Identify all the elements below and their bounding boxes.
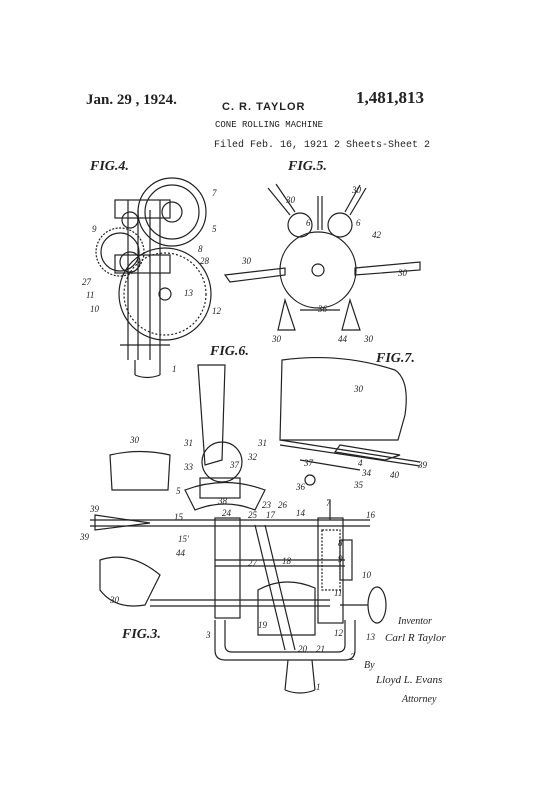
ref-label: 27: [82, 277, 92, 287]
ref-label: 30: [363, 334, 374, 344]
figure-7-drawing: [279, 356, 421, 486]
ref-label: 11: [86, 290, 94, 300]
ref-label: 17: [266, 510, 276, 520]
ref-label: 13: [184, 288, 194, 298]
figure-3-title: FIG.3.: [121, 627, 161, 642]
ref-label: 12: [212, 306, 222, 316]
attorney-caption: Attorney: [402, 694, 437, 705]
ref-label: 38: [217, 496, 228, 506]
ref-label: 44: [176, 548, 186, 558]
figure-6-title: FIG.6.: [209, 344, 249, 359]
ref-label: 3: [205, 630, 211, 640]
ref-label: 30: [129, 435, 140, 445]
ref-label: 5: [212, 224, 217, 234]
figure-5-drawing: [223, 183, 421, 331]
attorney-signature: Lloyd L. Evans: [376, 674, 443, 686]
figure-4-drawing: [95, 177, 212, 379]
ref-label: 37: [229, 460, 240, 470]
ref-label: 10: [362, 570, 372, 580]
ref-label: 13: [366, 632, 376, 642]
ref-label: 36: [295, 482, 306, 492]
figure-6-drawing: [184, 364, 266, 511]
ref-label: 27: [248, 558, 258, 568]
ref-label: 16: [366, 510, 376, 520]
ref-label: 15: [174, 512, 184, 522]
ref-label: 30: [109, 595, 120, 605]
ref-label: 26: [278, 500, 288, 510]
figure-4-title: FIG.4.: [89, 159, 129, 174]
ref-label: 44: [338, 334, 348, 344]
ref-label: 33: [183, 462, 194, 472]
ref-label: 15': [178, 534, 190, 544]
patent-number: 1,481,813: [356, 88, 424, 107]
ref-label: 4: [358, 458, 363, 468]
inventor-name: C. R. TAYLOR: [222, 101, 306, 113]
ref-label: 14: [296, 508, 306, 518]
inventor-signature: Carl R Taylor: [385, 632, 446, 644]
figure-3-drawing: [90, 450, 387, 694]
ref-label: 12: [334, 628, 344, 638]
ref-label: 7: [326, 498, 331, 508]
ref-label: 21: [316, 644, 325, 654]
ref-label: 1: [172, 364, 177, 374]
ref-label: 34: [361, 468, 372, 478]
ref-label: 31: [257, 438, 267, 448]
ref-label: 36: [317, 304, 328, 314]
ref-label: 39: [417, 460, 428, 470]
ref-label: 30: [241, 256, 252, 266]
ref-label: 5: [176, 486, 181, 496]
ref-label: 9: [338, 554, 343, 564]
ref-label: 8: [198, 244, 203, 254]
patent-title: CONE ROLLING MACHINE: [215, 120, 324, 130]
figure-7-title: FIG.7.: [375, 351, 415, 366]
ref-label: 30: [271, 334, 282, 344]
ref-label: 39: [79, 532, 90, 542]
inventor-caption: Inventor: [398, 616, 432, 627]
by-caption: By: [364, 660, 375, 671]
ref-label: 6: [306, 218, 311, 228]
ref-label: 7: [212, 188, 217, 198]
ref-label: 20: [298, 644, 308, 654]
ref-label: 42: [372, 230, 382, 240]
ref-label: 19: [258, 620, 268, 630]
ref-label: 2: [350, 652, 355, 662]
ref-label: 35: [353, 480, 364, 490]
ref-label: 30: [351, 185, 362, 195]
ref-label: 10: [90, 304, 100, 314]
ref-label: 30: [397, 268, 408, 278]
filed-date: Filed Feb. 16, 1921: [214, 140, 329, 151]
ref-label: 39: [89, 504, 100, 514]
sheet-count: 2 Sheets-Sheet 2: [334, 140, 431, 151]
figure-5-title: FIG.5.: [287, 159, 327, 174]
ref-label: 23: [262, 500, 272, 510]
ref-label: 25: [248, 510, 258, 520]
ref-label: 30: [353, 384, 364, 394]
ref-label: 24: [222, 508, 232, 518]
ref-label: 8: [338, 538, 343, 548]
ref-label: 37: [303, 458, 314, 468]
patent-date: Jan. 29 , 1924.: [86, 92, 177, 108]
ref-label: 9: [92, 224, 97, 234]
ref-label: 30: [285, 195, 296, 205]
ref-label: 18: [282, 556, 292, 566]
ref-label: 28: [200, 256, 210, 266]
ref-label: 31: [183, 438, 193, 448]
ref-label: 40: [390, 470, 400, 480]
ref-label: 6: [356, 218, 361, 228]
ref-label: 32: [247, 452, 258, 462]
ref-label: 11: [334, 588, 342, 598]
ref-label: 1: [316, 682, 321, 692]
